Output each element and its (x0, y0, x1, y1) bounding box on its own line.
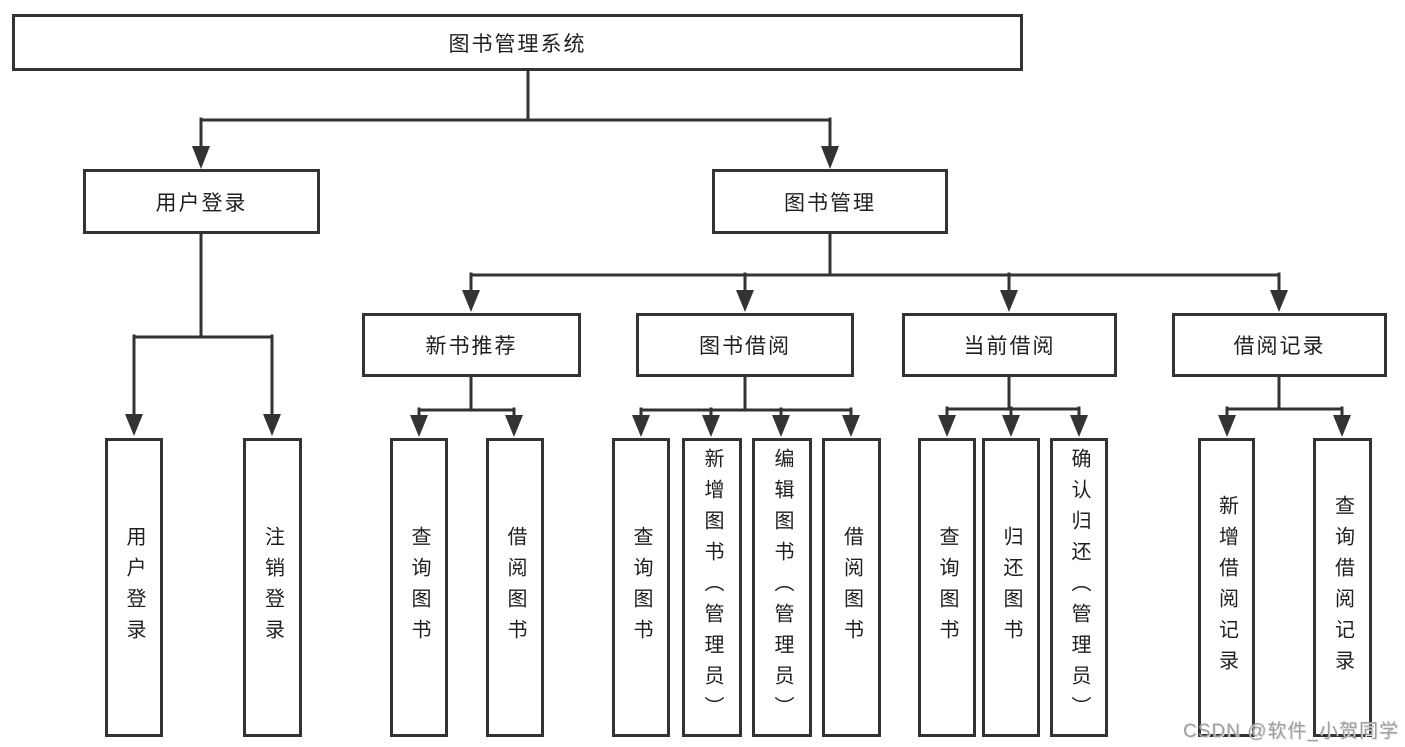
arrowheads (125, 146, 1351, 437)
arrowhead (462, 290, 480, 312)
arrowhead (632, 415, 650, 437)
connector-recommend-to-leaves (417, 376, 516, 421)
node-new-book-recommend: 新书推荐 (362, 313, 581, 377)
arrowhead (192, 146, 210, 169)
node-book-borrow: 图书借阅 (636, 313, 854, 377)
arrowhead (842, 415, 860, 437)
arrowhead (938, 415, 956, 437)
arrowhead (1333, 415, 1351, 437)
connector-bookmgmt-to-level2 (469, 232, 1281, 295)
arrowhead (1270, 290, 1288, 312)
arrowhead (505, 415, 523, 437)
arrowhead (702, 415, 720, 437)
arrowhead (772, 415, 790, 437)
leaf-confirm-return-admin: 确认归还（管理员） (1050, 438, 1108, 737)
connector-current-to-leaves (945, 376, 1081, 421)
leaf-logout-login: 注销登录 (243, 438, 302, 737)
arrowhead (1000, 290, 1018, 312)
connector-root-to-level1 (199, 69, 832, 152)
node-root-library-system: 图书管理系统 (12, 14, 1023, 71)
arrowhead (736, 290, 754, 312)
connector-borrow-to-leaves (639, 376, 853, 421)
arrowhead (1070, 415, 1088, 437)
leaf-add-books-admin: 新增图书（管理员） (682, 438, 742, 737)
csdn-watermark: CSDN @软件_小贺同学 (1183, 721, 1399, 742)
leaf-edit-books-admin: 编辑图书（管理员） (752, 438, 812, 737)
arrowhead (1218, 415, 1236, 437)
arrowhead (410, 415, 428, 437)
leaf-query-borrow-record: 查询借阅记录 (1313, 438, 1372, 737)
leaf-user-login: 用户登录 (105, 438, 163, 737)
arrowhead (263, 414, 281, 436)
node-user-login: 用户登录 (83, 169, 320, 234)
leaf-query-books-current: 查询图书 (918, 438, 976, 737)
leaf-borrow-books-recommend: 借阅图书 (486, 438, 544, 737)
node-current-borrow: 当前借阅 (902, 313, 1117, 377)
connector-userlogin-to-leaves (132, 232, 274, 418)
leaf-query-books-borrow: 查询图书 (612, 438, 670, 737)
leaf-borrow-books: 借阅图书 (822, 438, 881, 737)
leaf-query-books-recommend: 查询图书 (390, 438, 448, 737)
leaf-return-books: 归还图书 (982, 438, 1040, 737)
arrowhead (821, 146, 839, 169)
leaf-add-borrow-record: 新增借阅记录 (1198, 438, 1255, 737)
arrowhead (1002, 415, 1020, 437)
arrowhead (125, 414, 143, 436)
node-borrow-records: 借阅记录 (1172, 313, 1387, 377)
connector-records-to-leaves (1225, 376, 1344, 421)
node-book-management: 图书管理 (712, 169, 948, 234)
